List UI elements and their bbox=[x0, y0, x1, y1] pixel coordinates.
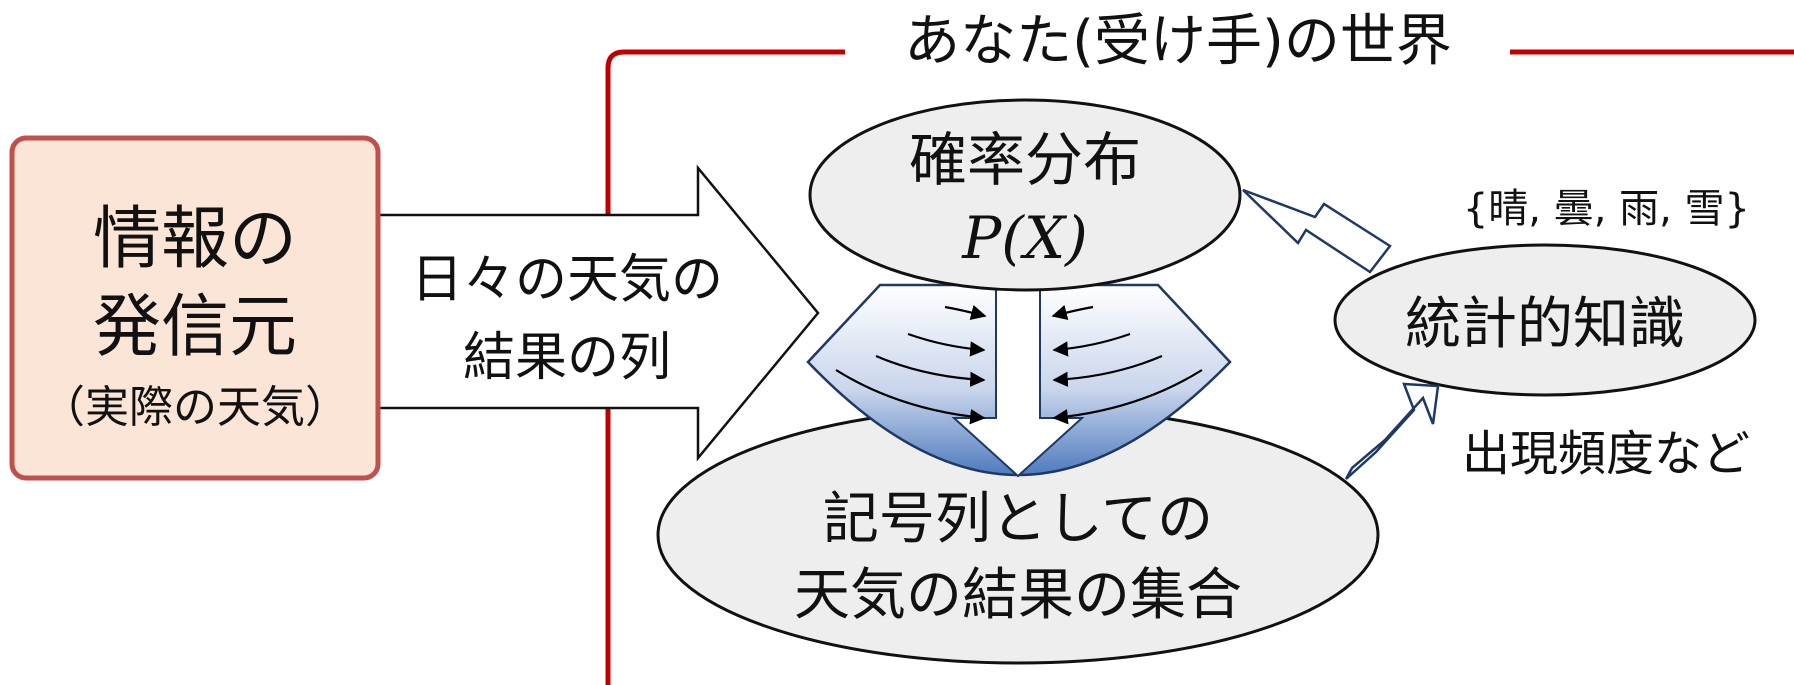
statistical-knowledge-ellipse bbox=[1333, 243, 1757, 397]
frequency-label: 出現頻度など bbox=[1462, 426, 1750, 482]
down-arrow bbox=[951, 284, 1085, 478]
probability-distribution-ellipse bbox=[808, 98, 1242, 292]
weather-alphabet-label: {晴, 曇, 雨, 雪} bbox=[1463, 186, 1750, 232]
curve-arrow-right-1 bbox=[1051, 305, 1094, 320]
receiver-world-border bbox=[605, 49, 1794, 685]
converging-arrows-right bbox=[1051, 305, 1203, 425]
curve-arrow-left-4 bbox=[835, 369, 986, 425]
knowledge-to-probability-arrow bbox=[1242, 188, 1392, 274]
curve-arrow-left-2 bbox=[907, 332, 986, 357]
probability-label: 確率分布 bbox=[909, 126, 1141, 194]
statistical-knowledge-label: 統計的知識 bbox=[1405, 292, 1685, 357]
source-label-line1: 情報の bbox=[93, 200, 297, 279]
sequence-set-label-line2: 天気の結果の集合 bbox=[794, 563, 1242, 628]
receiver-world-title: あなた(受け手)の世界 bbox=[904, 9, 1452, 74]
curve-arrow-right-2 bbox=[1052, 332, 1131, 357]
curve-arrow-right-3 bbox=[1052, 354, 1163, 387]
curve-arrow-left-3 bbox=[875, 354, 986, 387]
sequence-set-label-line1: 記号列としての bbox=[823, 487, 1213, 552]
source-label-line3: （実際の天気） bbox=[41, 382, 349, 433]
converging-arrows-left bbox=[835, 305, 987, 425]
source-label-line2: 発信元 bbox=[93, 288, 297, 367]
information-source-box bbox=[9, 135, 381, 481]
probability-formula: P(X) bbox=[961, 204, 1088, 272]
curve-arrow-left-1 bbox=[944, 305, 987, 320]
flow-arrow-label-line2: 結果の列 bbox=[463, 328, 671, 388]
flow-arrow bbox=[376, 164, 820, 462]
flow-arrow-label-line1: 日々の天気の bbox=[411, 250, 723, 310]
curve-arrow-right-4 bbox=[1052, 369, 1203, 425]
frequency-arrow bbox=[1344, 382, 1440, 480]
